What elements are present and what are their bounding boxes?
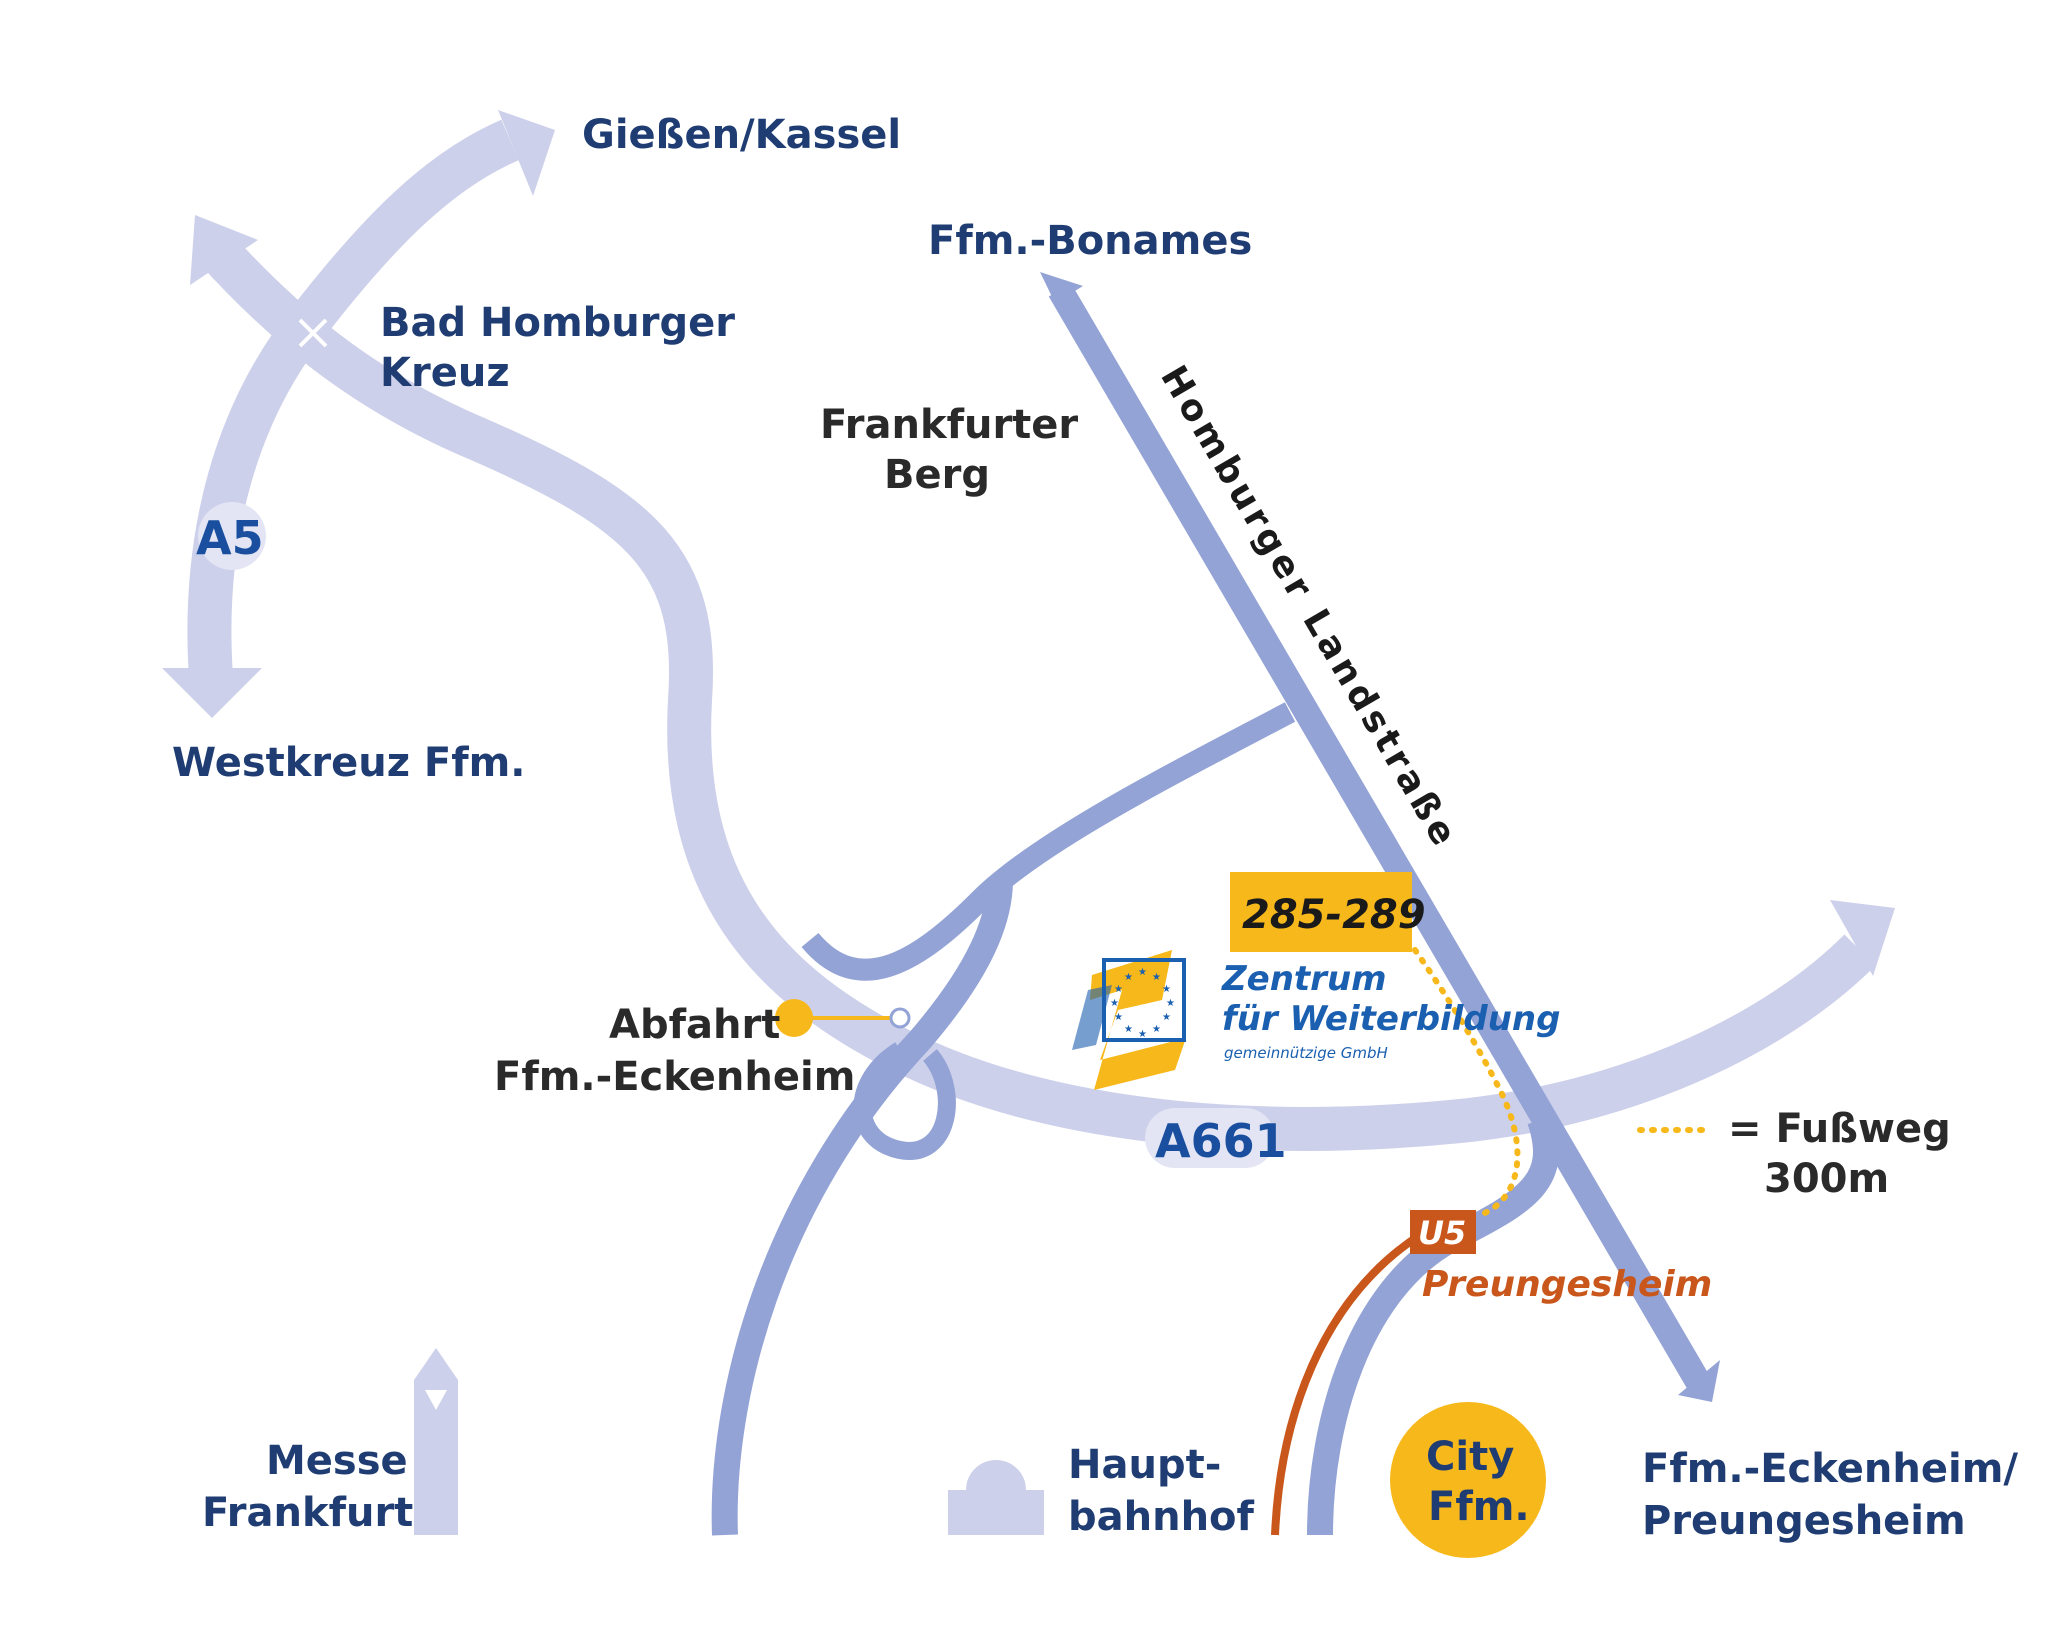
organization-line1: Zentrum — [1221, 959, 1387, 999]
destination-westkreuz: Westkreuz Ffm. — [172, 740, 526, 786]
bad-homburger-kreuz-line2: Kreuz — [380, 350, 510, 396]
svg-text:★: ★ — [1124, 1024, 1133, 1035]
house-number-badge — [1230, 872, 1412, 952]
abfahrt-line2: Ffm.-Eckenheim — [494, 1054, 855, 1100]
hbf-line1: Haupt- — [1068, 1442, 1221, 1488]
u5-stop-name: Preungesheim — [1422, 1264, 1712, 1305]
exit-point-icon — [889, 1007, 911, 1029]
interchange-cross-icon — [298, 318, 328, 348]
a5-shield — [198, 502, 266, 570]
svg-text:★: ★ — [1138, 967, 1147, 978]
road-name-homburger-landstrasse: Homburger Landstraße — [1152, 359, 1466, 856]
frankfurter-berg-connector-road — [801, 702, 1296, 981]
arrow-south-eckenheim-icon — [1678, 1360, 1720, 1402]
destination-giessen-kassel: Gießen/Kassel — [582, 112, 901, 158]
arrow-northeast-a5-icon — [498, 110, 555, 196]
svg-text:★: ★ — [1162, 984, 1171, 995]
exit-loop-road — [853, 1042, 956, 1160]
messe-tower-icon — [414, 1348, 458, 1535]
svg-text:★: ★ — [1114, 1012, 1123, 1023]
destination-eckenheim-line2: Preungesheim — [1642, 1498, 1966, 1544]
u5-label: U5 — [1418, 1214, 1466, 1252]
messe-line1: Messe — [266, 1438, 408, 1484]
bad-homburger-kreuz-line1: Bad Homburger — [380, 300, 735, 346]
svg-text:★: ★ — [1110, 998, 1119, 1009]
arrow-northwest-a661-icon — [190, 215, 258, 285]
legend-footpath-label: = Fußweg — [1728, 1106, 1951, 1152]
svg-text:★: ★ — [1138, 1029, 1147, 1040]
arrow-south-a5-icon — [162, 668, 262, 718]
svg-text:★: ★ — [1152, 1024, 1161, 1035]
u5-subway-line — [1271, 1231, 1423, 1536]
eckenheim-south-road — [711, 879, 1013, 1536]
svg-text:★: ★ — [1152, 972, 1161, 983]
u5-badge — [1410, 1210, 1476, 1254]
arrow-north-bonames-icon — [1040, 272, 1083, 303]
city-line1: City — [1426, 1434, 1514, 1480]
arrow-east-a661-icon — [1830, 900, 1895, 976]
city-center-badge — [1390, 1402, 1546, 1558]
organization-line2: für Weiterbildung — [1222, 999, 1560, 1039]
homburger-landstrasse-road — [1048, 283, 1712, 1392]
frankfurter-berg-line1: Frankfurter — [820, 402, 1078, 448]
exit-marker-dot — [775, 999, 813, 1037]
a5-label: A5 — [196, 511, 264, 565]
legend-distance: 300m — [1764, 1156, 1889, 1202]
svg-text:★: ★ — [1124, 972, 1133, 983]
svg-text:★: ★ — [1162, 1012, 1171, 1023]
hauptbahnhof-icon — [948, 1460, 1044, 1535]
abfahrt-line1: Abfahrt — [609, 1002, 780, 1048]
destination-eckenheim-line1: Ffm.-Eckenheim/ — [1642, 1446, 2018, 1492]
house-number: 285-289 — [1242, 892, 1426, 938]
svg-text:★: ★ — [1114, 984, 1123, 995]
organization-subline: gemeinnützige GmbH — [1224, 1044, 1388, 1062]
zfw-logo-icon: ★★★ ★★★ ★★★ ★★★ — [1072, 950, 1186, 1090]
svg-text:★: ★ — [1166, 998, 1175, 1009]
messe-line2: Frankfurt — [202, 1490, 413, 1536]
a661-shield — [1145, 1108, 1275, 1168]
destination-bonames: Ffm.-Bonames — [928, 218, 1252, 264]
hbf-line2: bahnhof — [1068, 1494, 1255, 1540]
a661-label: A661 — [1155, 1114, 1287, 1168]
frankfurter-berg-line2: Berg — [884, 452, 990, 498]
city-line2: Ffm. — [1428, 1484, 1530, 1530]
